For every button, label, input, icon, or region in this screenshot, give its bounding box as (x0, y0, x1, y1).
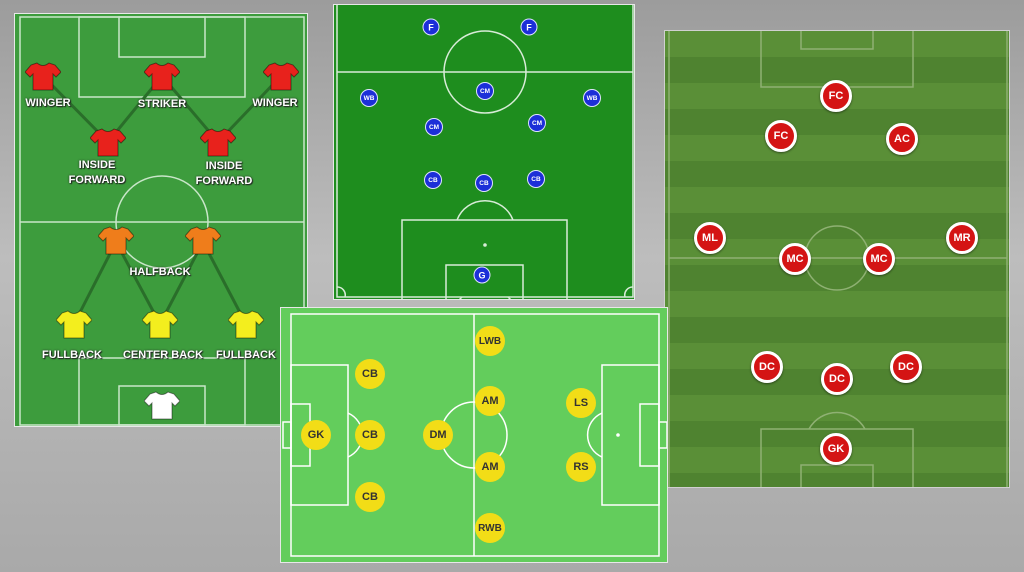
player-marker: F (520, 18, 538, 36)
shirt-inside-forward-right (200, 127, 236, 157)
pitch-lines-b (336, 5, 634, 299)
player-marker: GK (820, 433, 852, 465)
shirt-halfback-right (185, 225, 221, 255)
player-marker: MC (779, 243, 811, 275)
player-marker: FC (765, 120, 797, 152)
player-marker: FC (820, 80, 852, 112)
shirt-center-back (142, 309, 178, 339)
player-marker: RWB (475, 513, 505, 543)
shirt-inside-forward-left (90, 127, 126, 157)
player-marker: LS (566, 388, 596, 418)
position-label-inside-forward-left-1: INSIDE (78, 159, 116, 171)
position-label-winger-left: WINGER (25, 97, 71, 109)
player-marker: ML (694, 222, 726, 254)
position-label-inside-forward-right-2: FORWARD (195, 175, 253, 187)
player-marker: DC (751, 351, 783, 383)
player-marker: AC (886, 123, 918, 155)
player-marker: CB (355, 482, 385, 512)
position-label-inside-forward-left-2: FORWARD (68, 174, 126, 186)
player-marker: WB (583, 89, 601, 107)
shirt-fullback-right (228, 309, 264, 339)
player-marker: DC (890, 351, 922, 383)
player-marker: CB (527, 170, 545, 188)
player-marker: LWB (475, 326, 505, 356)
player-marker: DC (821, 363, 853, 395)
position-label-winger-right: WINGER (252, 97, 298, 109)
player-marker: DM (423, 420, 453, 450)
player-marker: CB (424, 171, 442, 189)
formation-diagram-shirts: WINGER STRIKER WINGER INSIDE FORWARD INSIDE FO… (14, 13, 308, 427)
formation-diagram-red: FC FC AC ML MC MC MR DC DC DC GK (664, 30, 1010, 488)
player-marker: RS (566, 452, 596, 482)
formation-diagram-blue: F F WB CM WB CM CM CB CB CB G (333, 4, 635, 300)
position-label-center-back: CENTER BACK (122, 349, 204, 361)
shirt-winger-left (25, 61, 61, 91)
position-label-halfback: HALFBACK (129, 266, 191, 278)
player-marker: MC (863, 243, 895, 275)
player-marker: CB (475, 174, 493, 192)
position-label-fullback-right: FULLBACK (216, 349, 276, 361)
player-marker: CB (355, 420, 385, 450)
player-marker: CM (528, 114, 546, 132)
player-marker: G (473, 266, 491, 284)
player-marker: AM (475, 386, 505, 416)
player-marker: F (422, 18, 440, 36)
player-marker: GK (301, 420, 331, 450)
formation-diagram-yellow: GK CB CB CB DM LWB AM AM RWB LS RS (280, 307, 668, 563)
shirt-striker (144, 61, 180, 91)
shirt-goalkeeper (144, 390, 180, 420)
player-marker: CM (425, 118, 443, 136)
player-marker: WB (360, 89, 378, 107)
shirt-winger-right (263, 61, 299, 91)
shirt-fullback-left (56, 309, 92, 339)
player-marker: MR (946, 222, 978, 254)
shirt-halfback-left (98, 225, 134, 255)
player-marker: CB (355, 359, 385, 389)
player-marker: AM (475, 452, 505, 482)
position-label-inside-forward-right-1: INSIDE (205, 160, 243, 172)
position-label-striker: STRIKER (137, 98, 187, 110)
pitch-lines-d (282, 313, 667, 557)
position-label-fullback-left: FULLBACK (42, 349, 102, 361)
player-marker: CM (476, 82, 494, 100)
